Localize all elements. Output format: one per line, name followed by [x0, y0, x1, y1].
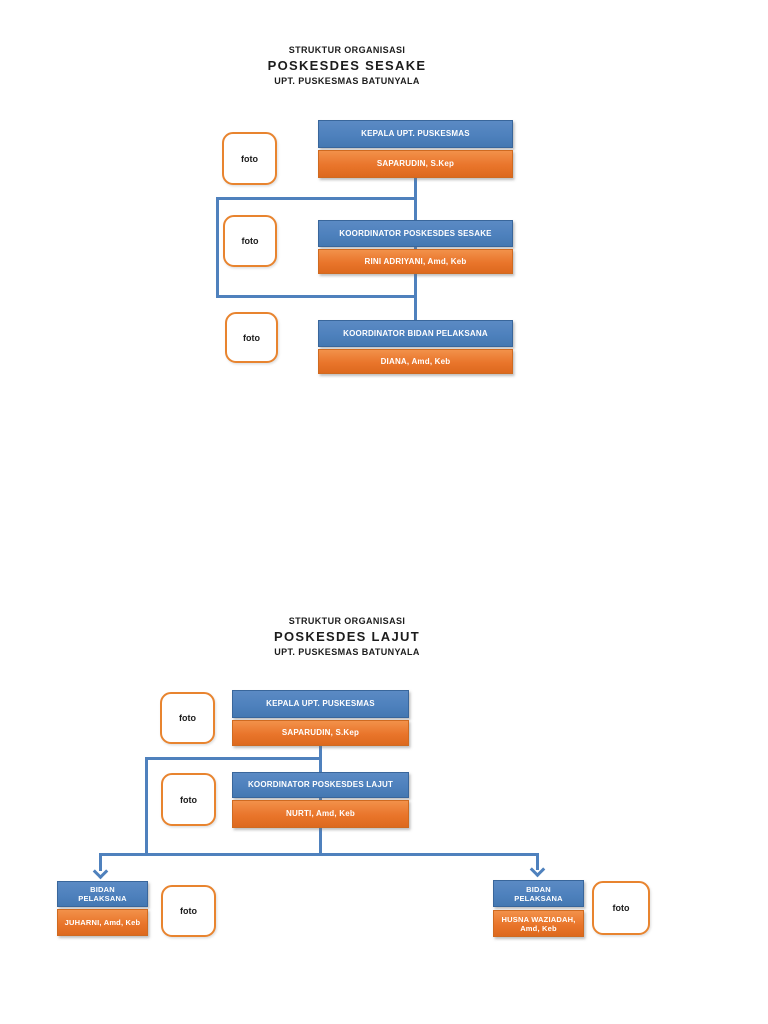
connector-line — [99, 853, 102, 871]
connector-line — [216, 197, 417, 200]
chart-title-line1: STRUKTUR ORGANISASI — [288, 45, 406, 55]
photo-placeholder: foto — [222, 132, 277, 185]
photo-placeholder: foto — [161, 885, 216, 937]
photo-placeholder: foto — [161, 773, 216, 826]
org-node-name: RINI ADRIYANI, Amd, Keb — [318, 249, 513, 274]
org-node-role: KOORDINATOR BIDAN PELAKSANA — [318, 320, 513, 347]
photo-placeholder: foto — [223, 215, 277, 267]
org-node-role: BIDAN PELAKSANA — [57, 881, 148, 907]
chart-title-line3: UPT. PUSKESMAS BATUNYALA — [274, 76, 420, 86]
org-node-role: KEPALA UPT. PUSKESMAS — [318, 120, 513, 148]
chart-title-line2: POSKESDES LAJUT — [274, 629, 420, 644]
org-node-role: KEPALA UPT. PUSKESMAS — [232, 690, 409, 718]
org-node-name: SAPARUDIN, S.Kep — [318, 150, 513, 178]
org-node-name: NURTI, Amd, Keb — [232, 800, 409, 828]
photo-placeholder: foto — [225, 312, 278, 363]
connector-line — [145, 757, 322, 760]
chart-title-line1: STRUKTUR ORGANISASI — [288, 616, 406, 626]
chart-title-line2: POSKESDES SESAKE — [267, 58, 427, 73]
org-node-role: KOORDINATOR POSKESDES LAJUT — [232, 772, 409, 798]
connector-line — [145, 757, 148, 856]
org-node-role: BIDAN PELAKSANA — [493, 880, 584, 907]
chart-title-lajut: STRUKTUR ORGANISASI POSKESDES LAJUT UPT.… — [247, 616, 447, 657]
arrow-down-icon — [529, 861, 546, 878]
org-node-name: SAPARUDIN, S.Kep — [232, 720, 409, 746]
org-node-name: HUSNA WAZIADAH, Amd, Keb — [493, 910, 584, 937]
org-node-name: JUHARNI, Amd, Keb — [57, 909, 148, 936]
org-node-role: KOORDINATOR POSKESDES SESAKE — [318, 220, 513, 247]
connector-line — [536, 853, 539, 870]
photo-placeholder: foto — [592, 881, 650, 935]
connector-line — [216, 197, 219, 298]
connector-line — [216, 295, 417, 298]
arrow-down-icon — [92, 863, 109, 880]
chart-title-line3: UPT. PUSKESMAS BATUNYALA — [274, 647, 420, 657]
org-node-name: DIANA, Amd, Keb — [318, 349, 513, 374]
chart-title-sesake: STRUKTUR ORGANISASI POSKESDES SESAKE UPT… — [247, 45, 447, 86]
photo-placeholder: foto — [160, 692, 215, 744]
connector-line — [99, 853, 539, 856]
